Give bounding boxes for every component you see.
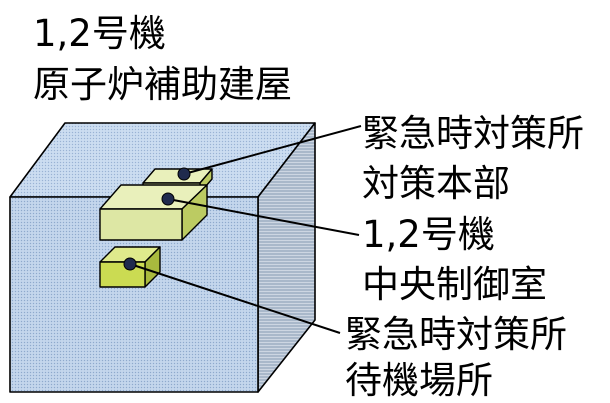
- building-label-line1: 1,2号機: [33, 12, 166, 55]
- leader-line-control-room: [167, 198, 360, 236]
- callout-standby-area-line1: 緊急時対策所: [345, 313, 567, 356]
- callout-standby-area-line2: 待機場所: [345, 359, 493, 402]
- callout-emergency-hq-line2: 対策本部: [362, 162, 510, 205]
- marker-control-room: [161, 192, 175, 206]
- room-control-room: [99, 184, 208, 241]
- room-control-room-front-face: [99, 208, 183, 241]
- callout-control-room-line2: 中央制御室: [362, 263, 547, 306]
- callout-control-room-line1: 1,2号機: [362, 213, 495, 256]
- marker-standby-area: [123, 257, 137, 271]
- marker-emergency-hq: [177, 167, 191, 181]
- callout-emergency-hq-line1: 緊急時対策所: [362, 112, 584, 155]
- room-standby-area: [99, 246, 161, 288]
- building-label-line2: 原子炉補助建屋: [33, 63, 292, 106]
- leader-line-standby-area: [129, 263, 341, 334]
- building-box: [9, 122, 316, 393]
- leader-line-emergency-hq: [183, 125, 362, 175]
